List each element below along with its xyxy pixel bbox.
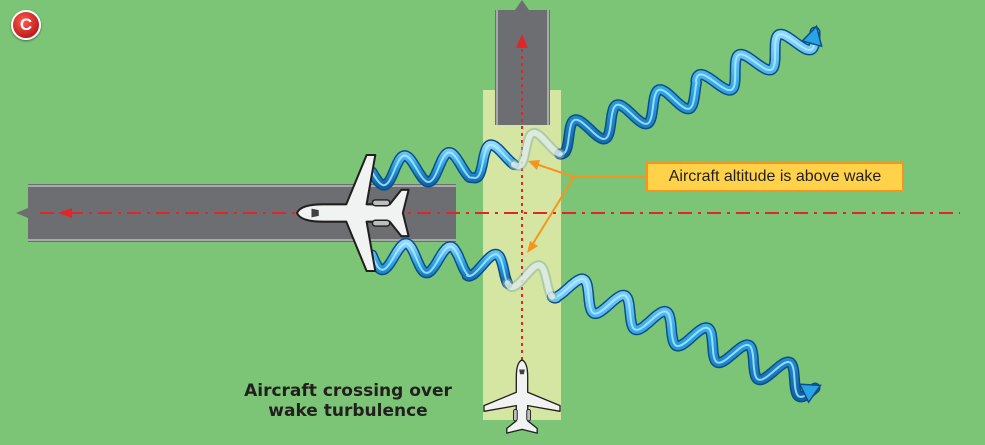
crossing-arrow-icon xyxy=(516,34,528,48)
centerline-arrow-icon xyxy=(58,208,72,218)
vortex-arrow-icon xyxy=(800,24,823,48)
caption-line-1: Aircraft crossing over xyxy=(244,381,452,401)
diagram-caption: Aircraft crossing over wake turbulence xyxy=(228,381,468,421)
vortex-arrow-icon xyxy=(798,383,822,404)
altitude-callout: Aircraft altitude is above wake xyxy=(646,162,904,192)
panel-letter-badge: C xyxy=(11,10,41,40)
upper-wake-vortex xyxy=(366,24,823,191)
callout-leaders xyxy=(527,160,646,253)
caption-line-2: wake turbulence xyxy=(268,401,428,421)
lower-wake-vortex xyxy=(366,237,822,404)
